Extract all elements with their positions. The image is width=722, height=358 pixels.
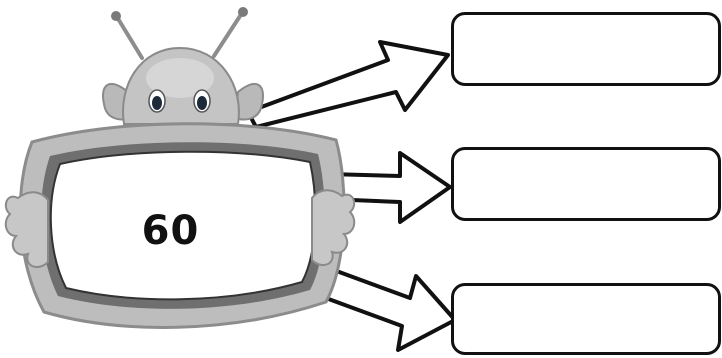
left-pupil	[152, 96, 162, 110]
left-antenna-tip	[111, 11, 121, 21]
screen-display	[49, 150, 317, 301]
right-hand	[311, 189, 356, 267]
right-antenna-tip	[238, 7, 248, 17]
screen-value: 60	[141, 208, 200, 254]
robot-mascot	[4, 7, 356, 329]
right-ear	[232, 83, 264, 121]
arrow-top	[246, 40, 450, 129]
head-highlight	[146, 58, 214, 98]
answer-box-bottom[interactable]	[451, 283, 721, 355]
left-antenna	[115, 15, 144, 60]
right-pupil	[197, 96, 207, 110]
answer-box-top[interactable]	[451, 12, 721, 86]
right-antenna	[212, 11, 244, 58]
left-hand	[4, 191, 49, 269]
answer-box-middle[interactable]	[451, 147, 721, 221]
